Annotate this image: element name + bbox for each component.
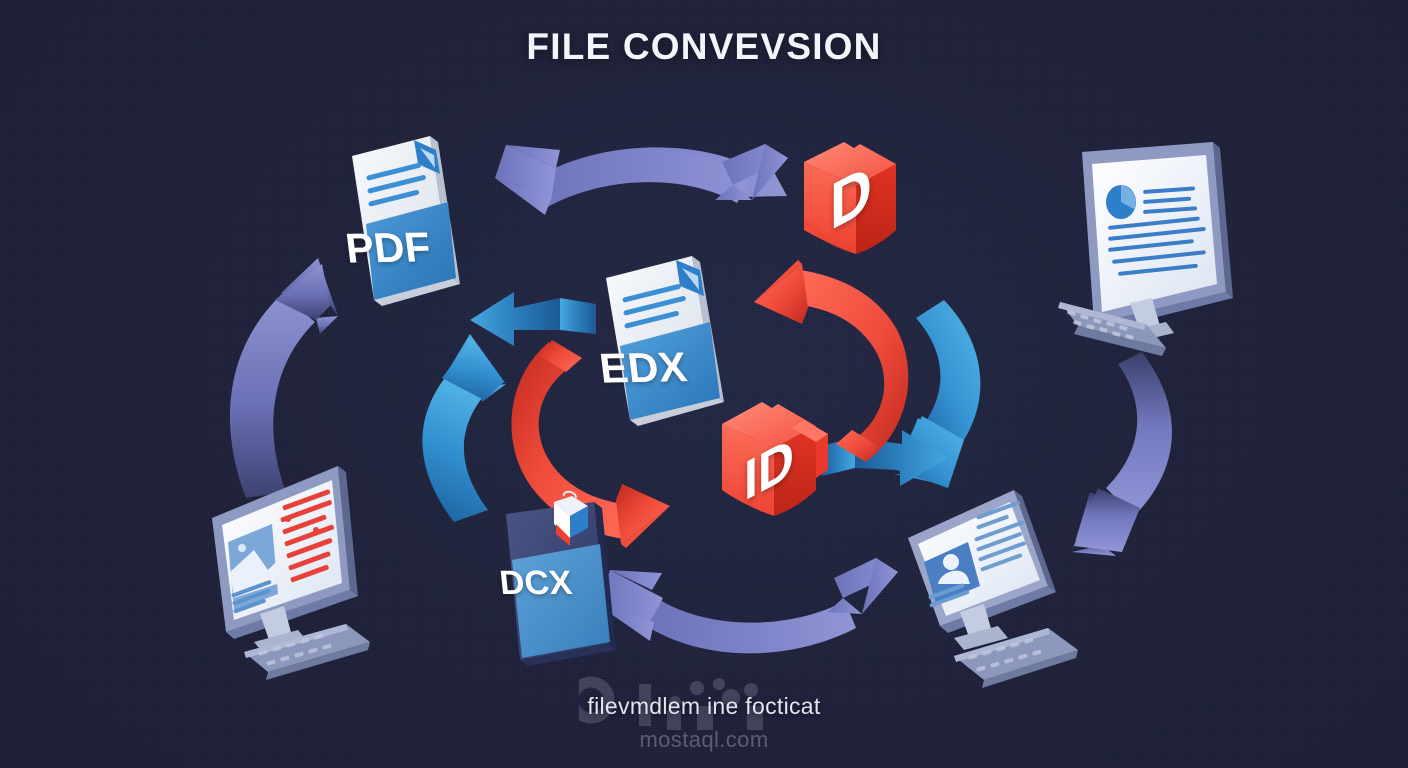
arrow-top-double [495, 144, 788, 215]
page-title: FILE CONVEVSION [526, 26, 882, 67]
arrow-outer-left [229, 258, 338, 498]
arrow-mid-left-flat [470, 292, 596, 346]
file-tile-d[interactable]: D [786, 134, 916, 270]
arrow-outer-right [1072, 352, 1172, 556]
file-tile-dcx[interactable]: DCX [484, 490, 634, 666]
file-tile-id[interactable]: ID [708, 392, 848, 534]
arrow-bottom-double [598, 558, 898, 654]
monitor-image-text [198, 462, 423, 687]
arrow-inner-red-right [754, 260, 909, 462]
arrow-inner-red-left [511, 340, 670, 548]
footer-subtitle: filevmdlem ine focticat [587, 693, 821, 719]
monitor-profile [888, 488, 1118, 698]
monitor-chart [1048, 140, 1258, 375]
watermark-text: mostaql.com [639, 727, 769, 752]
mostaql-logo-watermark [579, 676, 763, 730]
file-tile-pdf[interactable]: PDF [322, 128, 482, 313]
arrow-mid-left [422, 334, 506, 522]
file-tile-edx[interactable]: EDX [580, 248, 745, 428]
